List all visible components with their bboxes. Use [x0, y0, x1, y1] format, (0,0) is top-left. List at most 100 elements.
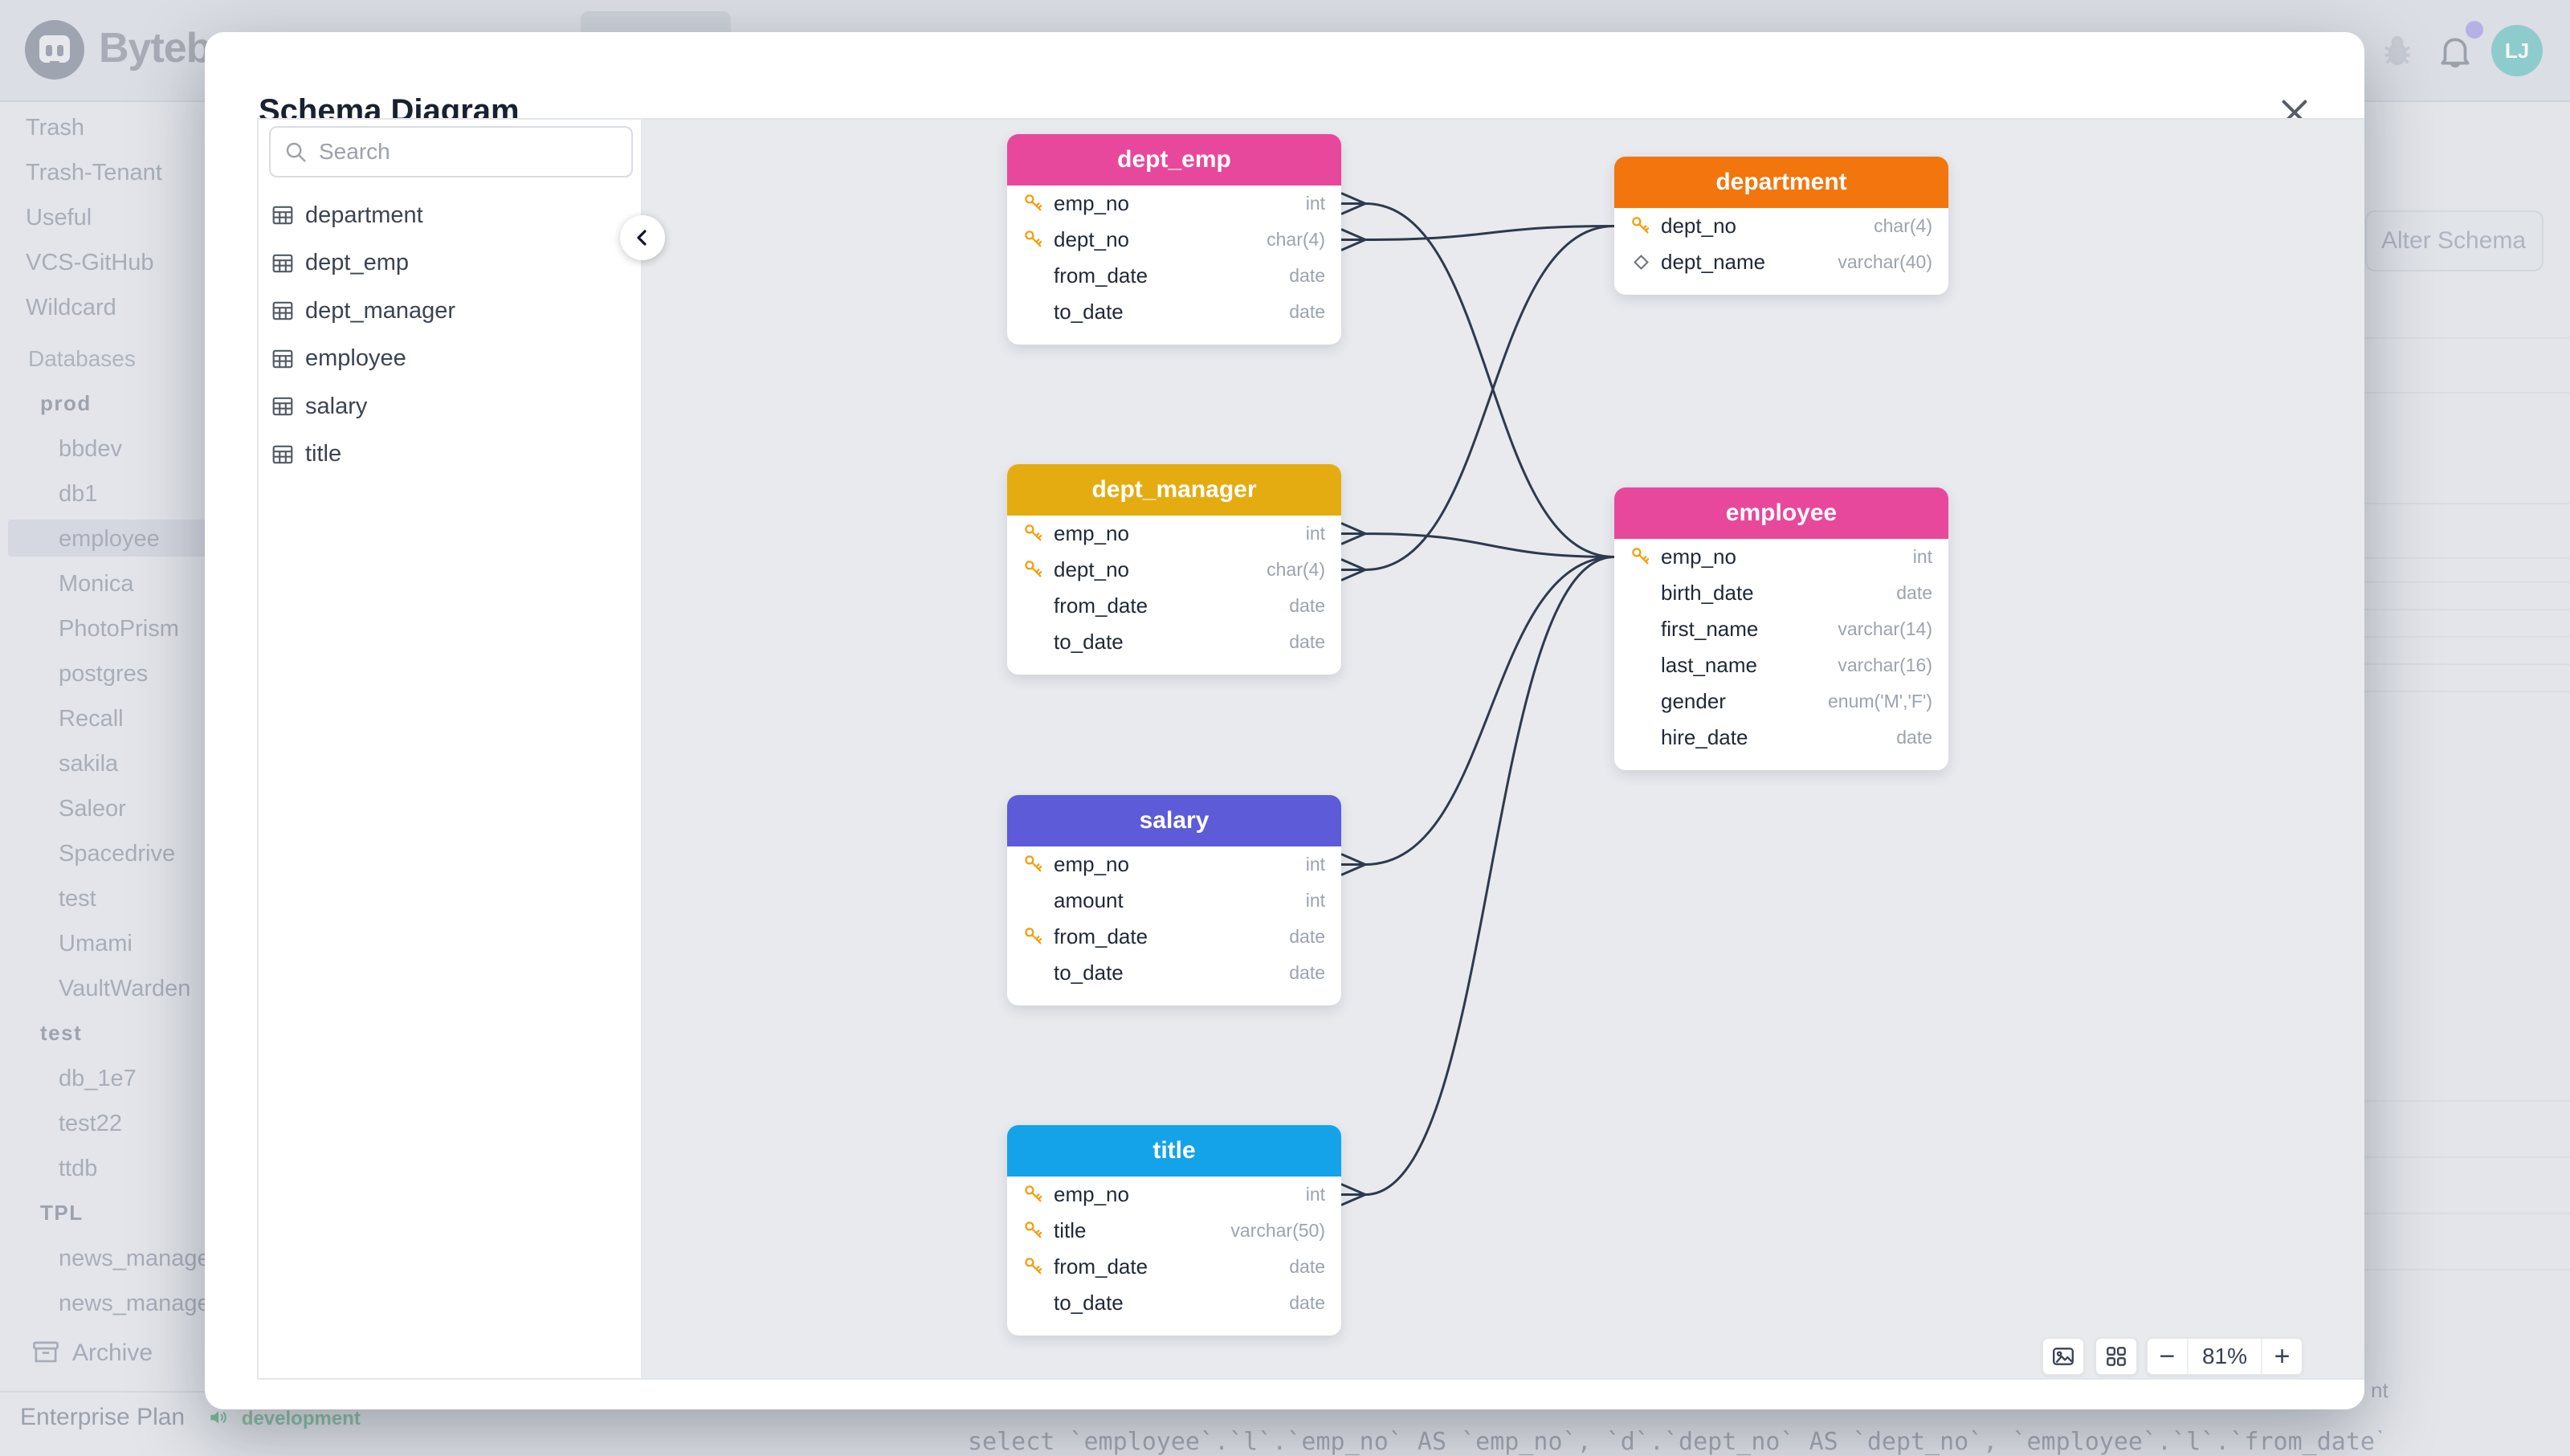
table-header-dept_manager[interactable]: dept_manager [1007, 464, 1341, 516]
table-header-title[interactable]: title [1007, 1125, 1341, 1177]
background-row-line [2364, 609, 2570, 610]
sidebar-item-archive[interactable]: Archive [32, 1340, 153, 1367]
sidebar-item-sakila[interactable]: sakila [59, 751, 118, 777]
user-avatar[interactable]: LJ [2491, 25, 2543, 76]
column-name: dept_name [1661, 250, 1765, 275]
table-header-employee[interactable]: employee [1614, 487, 1948, 539]
archive-box-icon [32, 1340, 59, 1364]
alter-schema-button[interactable]: Alter Schema [2365, 210, 2543, 271]
column-name: first_name [1661, 617, 1758, 642]
zoom-out-button[interactable]: − [2148, 1339, 2187, 1374]
sidebar-item-monica[interactable]: Monica [59, 571, 134, 597]
sidebar-item-bbdev[interactable]: bbdev [59, 436, 122, 463]
column-type: date [1289, 265, 1325, 287]
sidebar-item-umami[interactable]: Umami [59, 931, 133, 957]
table-icon [271, 300, 294, 322]
sidebar-item-recall[interactable]: Recall [59, 706, 124, 732]
sidebar-item-trash-tenant[interactable]: Trash-Tenant [26, 160, 162, 186]
export-image-button[interactable] [2042, 1337, 2085, 1376]
column-type: date [1896, 582, 1932, 604]
sidebar-item-spacedrive[interactable]: Spacedrive [59, 841, 175, 867]
column-type: date [1289, 595, 1325, 617]
bytebase-logo-icon [23, 19, 86, 86]
debug-bug-icon[interactable] [2379, 32, 2416, 69]
table-list-item-title[interactable]: title [259, 435, 641, 474]
table-list-item-employee[interactable]: employee [259, 340, 641, 378]
archive-label: Archive [72, 1340, 153, 1366]
table-list-item-department[interactable]: department [259, 196, 641, 235]
primary-key-icon [1023, 854, 1045, 875]
table-list-item-dept_manager[interactable]: dept_manager [259, 292, 641, 330]
zoom-in-button[interactable]: + [2262, 1339, 2302, 1374]
column-type: enum('M','F') [1828, 691, 1932, 712]
table-list-panel: department dept_emp dept_manager employee sa… [257, 118, 642, 1380]
column-name: emp_no [1054, 521, 1129, 546]
column-name: dept_no [1054, 557, 1129, 582]
sidebar-item-db-1e7[interactable]: db_1e7 [59, 1066, 137, 1092]
table-list-label: dept_manager [305, 298, 455, 324]
primary-key-icon [1023, 1256, 1045, 1278]
fit-layout-button[interactable] [2095, 1337, 2138, 1376]
table-header-salary[interactable]: salary [1007, 795, 1341, 846]
table-header-dept_emp[interactable]: dept_emp [1007, 134, 1341, 186]
index-diamond-icon [1630, 251, 1652, 273]
column-name: amount [1054, 888, 1124, 913]
column-name: to_date [1054, 630, 1124, 655]
column-type: char(4) [1267, 559, 1325, 581]
sidebar-item-test: test [40, 1021, 82, 1046]
column-name: dept_no [1054, 227, 1129, 252]
sidebar-item-trash[interactable]: Trash [26, 115, 84, 141]
column-name: emp_no [1661, 544, 1736, 569]
column-row-dept_manager-dept_no: dept_no char(4) [1007, 552, 1341, 588]
table-header-department[interactable]: department [1614, 157, 1948, 208]
column-name: to_date [1054, 960, 1124, 985]
sidebar-item-test22[interactable]: test22 [59, 1111, 122, 1137]
sidebar-item-db1[interactable]: db1 [59, 481, 97, 508]
table-list-item-salary[interactable]: salary [259, 387, 641, 426]
sidebar-item-wildcard[interactable]: Wildcard [26, 295, 116, 321]
collapse-panel-button[interactable] [620, 215, 665, 260]
image-icon [2051, 1344, 2075, 1368]
column-name: emp_no [1054, 1182, 1129, 1207]
search-input[interactable] [317, 138, 610, 165]
sidebar-item-photoprism[interactable]: PhotoPrism [59, 616, 179, 642]
column-name: last_name [1661, 653, 1757, 678]
sidebar-item-test[interactable]: test [59, 886, 96, 912]
sidebar-item-useful[interactable]: Useful [26, 205, 92, 231]
sidebar-item-news-manage[interactable]: news_manage [59, 1246, 210, 1272]
sidebar-item-employee[interactable]: employee [59, 526, 160, 553]
primary-key-icon [1023, 559, 1045, 581]
sidebar-item-vcs-github[interactable]: VCS-GitHub [26, 250, 154, 276]
column-name: title [1054, 1218, 1086, 1243]
sidebar-item-ttdb[interactable]: ttdb [59, 1156, 97, 1182]
table-list-label: department [305, 202, 423, 229]
background-row-line [2364, 1213, 2570, 1214]
table-list-item-dept_emp[interactable]: dept_emp [259, 244, 641, 283]
search-box[interactable] [269, 126, 633, 177]
table-list-label: employee [305, 345, 406, 372]
sidebar-item-postgres[interactable]: postgres [59, 661, 148, 687]
column-type: int [1306, 193, 1325, 214]
search-icon [284, 140, 308, 164]
sidebar-item-vaultwarden[interactable]: VaultWarden [59, 976, 190, 1002]
sidebar-item-news-manage[interactable]: news_manage [59, 1291, 210, 1317]
column-type: date [1289, 1292, 1325, 1314]
column-type: date [1896, 727, 1932, 748]
sidebar-item-saleor[interactable]: Saleor [59, 796, 126, 822]
